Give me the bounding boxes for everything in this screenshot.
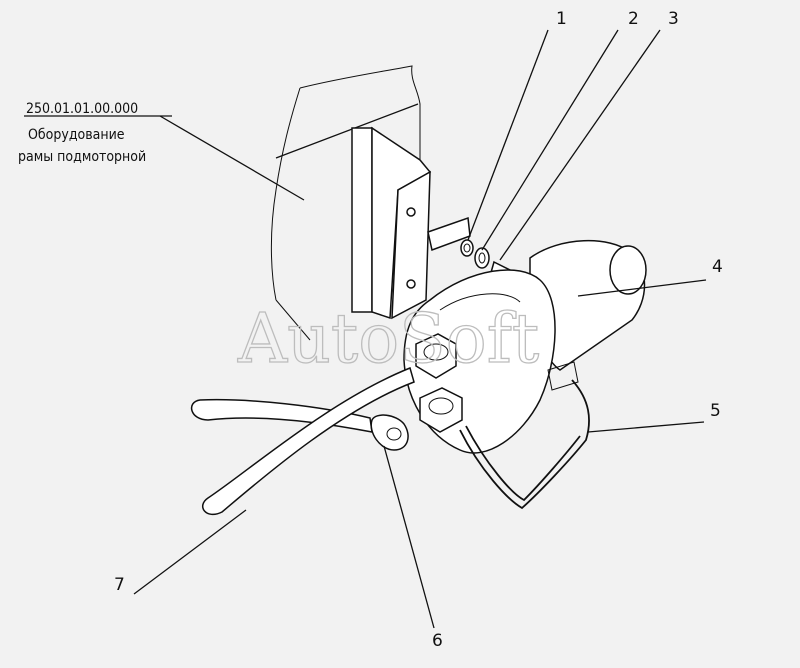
callout-3: 3 [499,9,679,261]
washer-2 [474,247,490,269]
washer-1 [460,239,474,257]
mounting-bracket [351,126,471,320]
cable [190,366,415,516]
reference-number: 250.01.01.00.000 [26,101,138,117]
callout-label-5: 5 [710,401,721,421]
callout-6: 6 [383,445,443,651]
callout-1: 1 [467,9,567,241]
callout-2: 2 [481,9,639,251]
wire-loop [459,379,590,510]
callout-7: 7 [114,509,247,595]
terminal-nut-lower [419,387,463,433]
reference-line-1: Оборудование [28,127,125,143]
reference-line-2: рамы подмоторной [18,149,146,165]
callout-5: 5 [587,401,721,433]
callout-label-3: 3 [668,9,679,29]
callout-label-4: 4 [712,257,723,277]
callout-4: 4 [577,257,723,297]
callout-label-7: 7 [114,575,125,595]
frame-panel [270,65,421,341]
callout-label-2: 2 [628,9,639,29]
watermark: AutoSoft [237,300,539,379]
reference-callout: 250.01.01.00.000 Оборудование рамы подмо… [18,101,305,201]
callout-label-1: 1 [556,9,567,29]
callout-label-6: 6 [432,631,443,651]
cable-lug [370,414,409,451]
terminal-nut-upper [415,333,457,379]
